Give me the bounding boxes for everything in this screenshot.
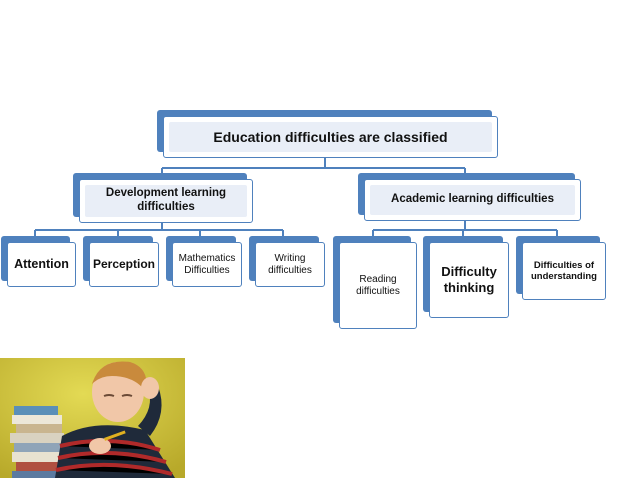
attention-node: Attention	[1, 236, 76, 287]
root-label: Education difficulties are classified	[213, 128, 448, 145]
thinking-label: Difficulty thinking	[441, 264, 497, 295]
understanding-node: Difficulties of understanding	[516, 236, 606, 300]
development-node: Development learning difficulties	[73, 173, 253, 223]
writing-node: Writing difficulties	[249, 236, 325, 287]
perception-node: Perception	[83, 236, 159, 287]
development-label: Development learning difficulties	[105, 187, 227, 213]
reading-label: Reading difficulties	[356, 273, 400, 297]
attention-label: Attention	[14, 257, 69, 271]
perception-label: Perception	[92, 257, 155, 272]
academic-node: Academic learning difficulties	[358, 173, 581, 221]
reading-node: Reading difficulties	[333, 236, 417, 329]
mathematics-node: Mathematics Difficulties	[166, 236, 242, 287]
understanding-label: Difficulties of understanding	[531, 259, 597, 282]
boy-with-stack-of-books-photo-icon	[0, 358, 185, 478]
writing-label: Writing difficulties	[268, 252, 312, 276]
mathematics-label: Mathematics Difficulties	[178, 252, 236, 276]
academic-label: Academic learning difficulties	[391, 193, 554, 206]
thinking-node: Difficulty thinking	[423, 236, 509, 318]
root-node: Education difficulties are classified	[157, 110, 498, 158]
boy-with-books-image	[0, 358, 185, 478]
